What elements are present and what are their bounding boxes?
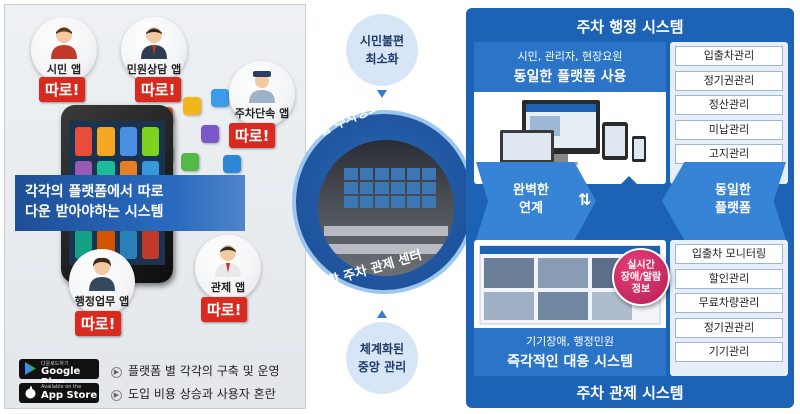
realtime-alarm-badge: 실시간 장애/알람 정보 bbox=[612, 248, 670, 306]
person-icon bbox=[141, 27, 167, 59]
complaint-app-bubble: 민원상담 앱 bbox=[121, 17, 187, 83]
app-store-button[interactable]: Available on the App Store bbox=[19, 383, 99, 403]
separate-platform-banner: 각각의 플랫폼에서 따로 다운 받아야하는 시스템 bbox=[15, 175, 245, 231]
separate-badge: 따로! bbox=[39, 77, 86, 102]
control-app-bubble: 관제 앱 bbox=[195, 235, 261, 301]
app-icon bbox=[181, 153, 199, 171]
person-icon bbox=[89, 257, 115, 291]
menu-season-pass-control[interactable]: 정기권관리 bbox=[675, 317, 783, 338]
minimize-inconvenience-circle: 시민불편 최소화 bbox=[346, 14, 418, 86]
citizen-app-bubble: 시민 앱 bbox=[31, 17, 97, 83]
operator-desk bbox=[324, 244, 448, 254]
banner-line-2: 다운 받아야하는 시스템 bbox=[25, 204, 164, 220]
menu-discount[interactable]: 할인관리 bbox=[675, 268, 783, 289]
perfect-link-arrow: 완벽한 연계 bbox=[476, 162, 596, 240]
bullet-icon: ▶ bbox=[111, 390, 122, 401]
parking-control-system-title: 주차 관제 시스템 bbox=[576, 384, 684, 402]
menu-settlement[interactable]: 정산관리 bbox=[675, 95, 783, 115]
double-arrow-icon: ⇅ bbox=[578, 190, 592, 209]
google-play-button[interactable]: 다운로드하기 Google Play bbox=[19, 359, 99, 388]
note-2: ▶도입 비용 상승과 사용자 혼란 bbox=[111, 385, 276, 402]
control-caption: 기기장애, 행정민원 즉각적인 대응 시스템 bbox=[474, 328, 666, 376]
menu-free-vehicle[interactable]: 무료차량관리 bbox=[675, 293, 783, 313]
menu-unpaid[interactable]: 미납관리 bbox=[675, 119, 783, 140]
separate-badge: 따로! bbox=[229, 123, 276, 148]
separate-badge: 따로! bbox=[75, 311, 122, 336]
same-platform-arrow: 동일한 플랫폼 bbox=[662, 162, 786, 240]
officer-icon bbox=[249, 71, 275, 103]
control-app-label: 관제 앱 bbox=[210, 281, 246, 294]
separate-badge: 따로! bbox=[201, 297, 248, 322]
store-notes: 다운로드하기 Google Play Available on the App … bbox=[11, 357, 305, 407]
control-menu: 입출차 모니터링 할인관리 무료차량관리 정기권관리 기기관리 bbox=[670, 240, 788, 376]
complaint-app-label: 민원상담 앱 bbox=[126, 63, 182, 76]
enforcement-app-bubble: 주차단속 앱 bbox=[229, 61, 295, 127]
central-management-circle: 체계화된 중앙 관리 bbox=[346, 322, 418, 394]
arrow-up-icon bbox=[377, 310, 387, 318]
admin-app-label: 행정업무 앱 bbox=[74, 295, 130, 308]
separate-badge: 따로! bbox=[135, 77, 182, 102]
menu-entry-exit[interactable]: 입출차관리 bbox=[675, 46, 783, 66]
app-icon bbox=[201, 125, 219, 143]
app-icon bbox=[183, 97, 201, 115]
citizen-app-label: 시민 앱 bbox=[46, 63, 82, 76]
arrow-down-icon bbox=[377, 90, 387, 98]
menu-entry-monitoring[interactable]: 입출차 모니터링 bbox=[675, 244, 783, 264]
enforcement-app-label: 주차단속 앱 bbox=[234, 107, 290, 120]
admin-app-bubble: 행정업무 앱 bbox=[69, 249, 135, 315]
operator-desk bbox=[324, 226, 448, 236]
admin-caption: 시민, 관리자, 현장요원 동일한 플랫폼 사용 bbox=[474, 42, 666, 92]
bullet-icon: ▶ bbox=[111, 367, 122, 378]
control-room-photo bbox=[318, 140, 454, 276]
link-diamond bbox=[606, 176, 652, 222]
video-wall bbox=[344, 168, 436, 208]
person-icon bbox=[51, 27, 77, 59]
menu-device[interactable]: 기기관리 bbox=[675, 342, 783, 362]
connection-band: 완벽한 연계 ⇅ ⇅ 동일한 플랫폼 bbox=[466, 156, 794, 246]
app-icon bbox=[211, 89, 229, 107]
admin-menu: 입출차관리 정기권관리 정산관리 미납관리 고지관리 bbox=[670, 42, 788, 184]
note-1: ▶플랫폼 별 각각의 구축 및 운영 bbox=[111, 362, 280, 379]
admin-platform-preview: 시민, 관리자, 현장요원 동일한 플랫폼 사용 bbox=[474, 42, 666, 184]
google-play-icon bbox=[25, 362, 36, 375]
menu-season-pass[interactable]: 정기권관리 bbox=[675, 70, 783, 91]
app-icon bbox=[223, 155, 241, 173]
banner-line-1: 각각의 플랫폼에서 따로 bbox=[25, 184, 164, 200]
apple-icon bbox=[25, 386, 36, 399]
parking-admin-system-title: 주차 행정 시스템 bbox=[576, 18, 684, 36]
person-icon bbox=[215, 245, 241, 277]
left-panel: 시민 앱 따로! 민원상담 앱 따로! 주차단속 앱 따로! 행정업무 앱 따로… bbox=[4, 4, 306, 409]
control-platform-preview: 기기장애, 행정민원 즉각적인 대응 시스템 bbox=[474, 240, 666, 376]
